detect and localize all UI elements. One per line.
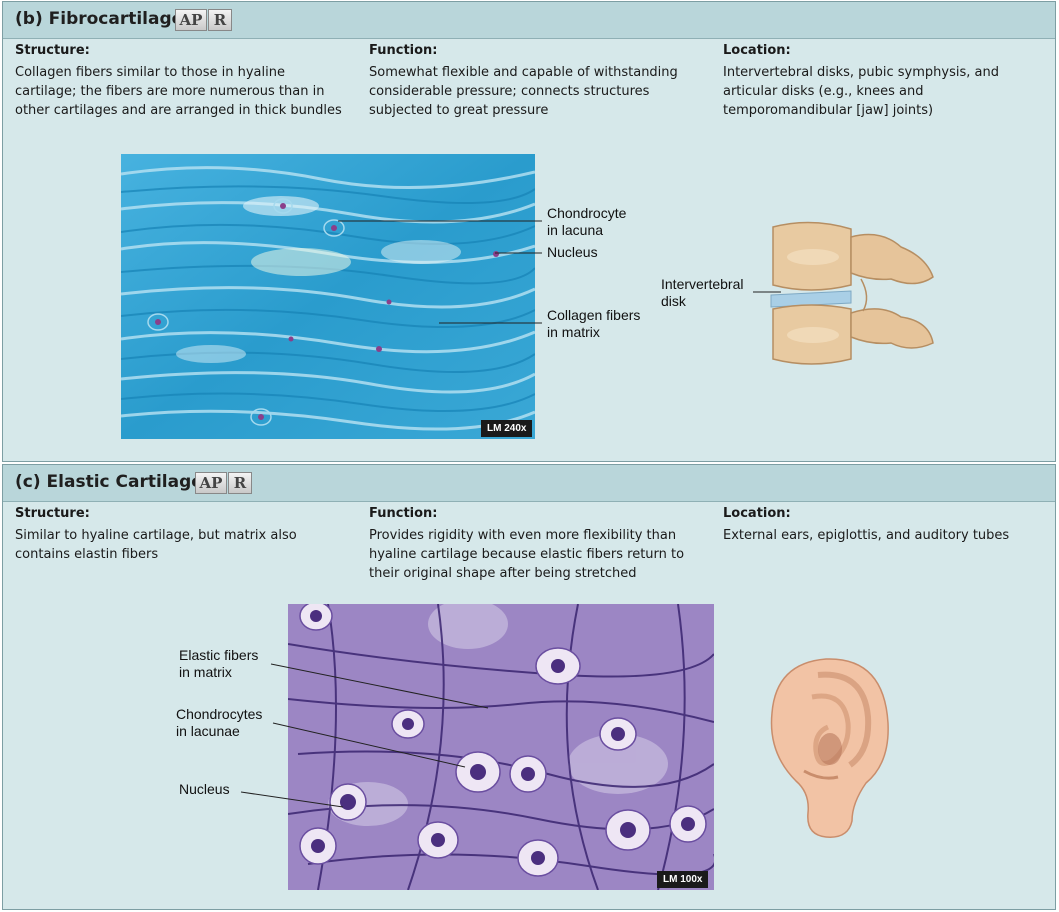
function-text: Somewhat flexible and capable of withsta… (369, 65, 678, 118)
location-text: Intervertebral disks, pubic symphysis, a… (723, 65, 999, 118)
magnification-badge: LM 240x (481, 420, 533, 437)
apr-ap-label: AP (195, 472, 227, 494)
vertebrae-illustration (770, 221, 934, 365)
structure-column: Structure: Collagen fibers similar to th… (15, 42, 345, 120)
apr-r-label: R (208, 9, 232, 31)
fibrocartilage-micrograph (121, 154, 535, 439)
function-column: Function: Somewhat flexible and capable … (369, 42, 699, 120)
label-nucleus: Nucleus (179, 781, 230, 797)
ear-illustration (770, 658, 889, 838)
apr-badge[interactable]: AP R (195, 472, 252, 494)
section-header: (c) Elastic Cartilage AP R (3, 465, 1055, 502)
section-title: (c) Elastic Cartilage (15, 472, 203, 492)
function-heading: Function: (369, 43, 438, 58)
label-elastic-fibers: Elastic fibers in matrix (179, 647, 259, 680)
apr-badge[interactable]: AP R (175, 9, 232, 31)
fibrocartilage-panel: (b) Fibrocartilage AP R Structure: Colla… (2, 1, 1056, 462)
elastic-cartilage-panel: (c) Elastic Cartilage AP R Structure: Si… (2, 464, 1056, 910)
location-text: External ears, epiglottis, and auditory … (723, 528, 1010, 543)
label-chondrocytes: Chondrocytes in lacunae (176, 706, 263, 739)
structure-text: Collagen fibers similar to those in hyal… (15, 65, 342, 118)
location-heading: Location: (723, 43, 791, 58)
magnification-badge: LM 100x (657, 871, 709, 888)
elastic-cartilage-micrograph (288, 604, 714, 890)
function-heading: Function: (369, 506, 438, 521)
structure-text: Similar to hyaline cartilage, but matrix… (15, 528, 297, 562)
structure-heading: Structure: (15, 43, 90, 58)
structure-column: Structure: Similar to hyaline cartilage,… (15, 505, 345, 564)
location-column: Location: External ears, epiglottis, and… (723, 505, 1033, 545)
apr-ap-label: AP (175, 9, 207, 31)
label-intervertebral-disk: Intervertebral disk (661, 276, 744, 309)
section-title: (b) Fibrocartilage (15, 9, 184, 29)
apr-r-label: R (228, 472, 252, 494)
function-text: Provides rigidity with even more flexibi… (369, 528, 685, 581)
function-column: Function: Provides rigidity with even mo… (369, 505, 699, 583)
label-collagen-fibers: Collagen fibers in matrix (547, 307, 641, 340)
label-chondrocyte: Chondrocyte in lacuna (547, 205, 627, 238)
section-header: (b) Fibrocartilage AP R (3, 2, 1055, 39)
label-nucleus: Nucleus (547, 244, 598, 260)
structure-heading: Structure: (15, 506, 90, 521)
location-heading: Location: (723, 506, 791, 521)
location-column: Location: Intervertebral disks, pubic sy… (723, 42, 1013, 120)
